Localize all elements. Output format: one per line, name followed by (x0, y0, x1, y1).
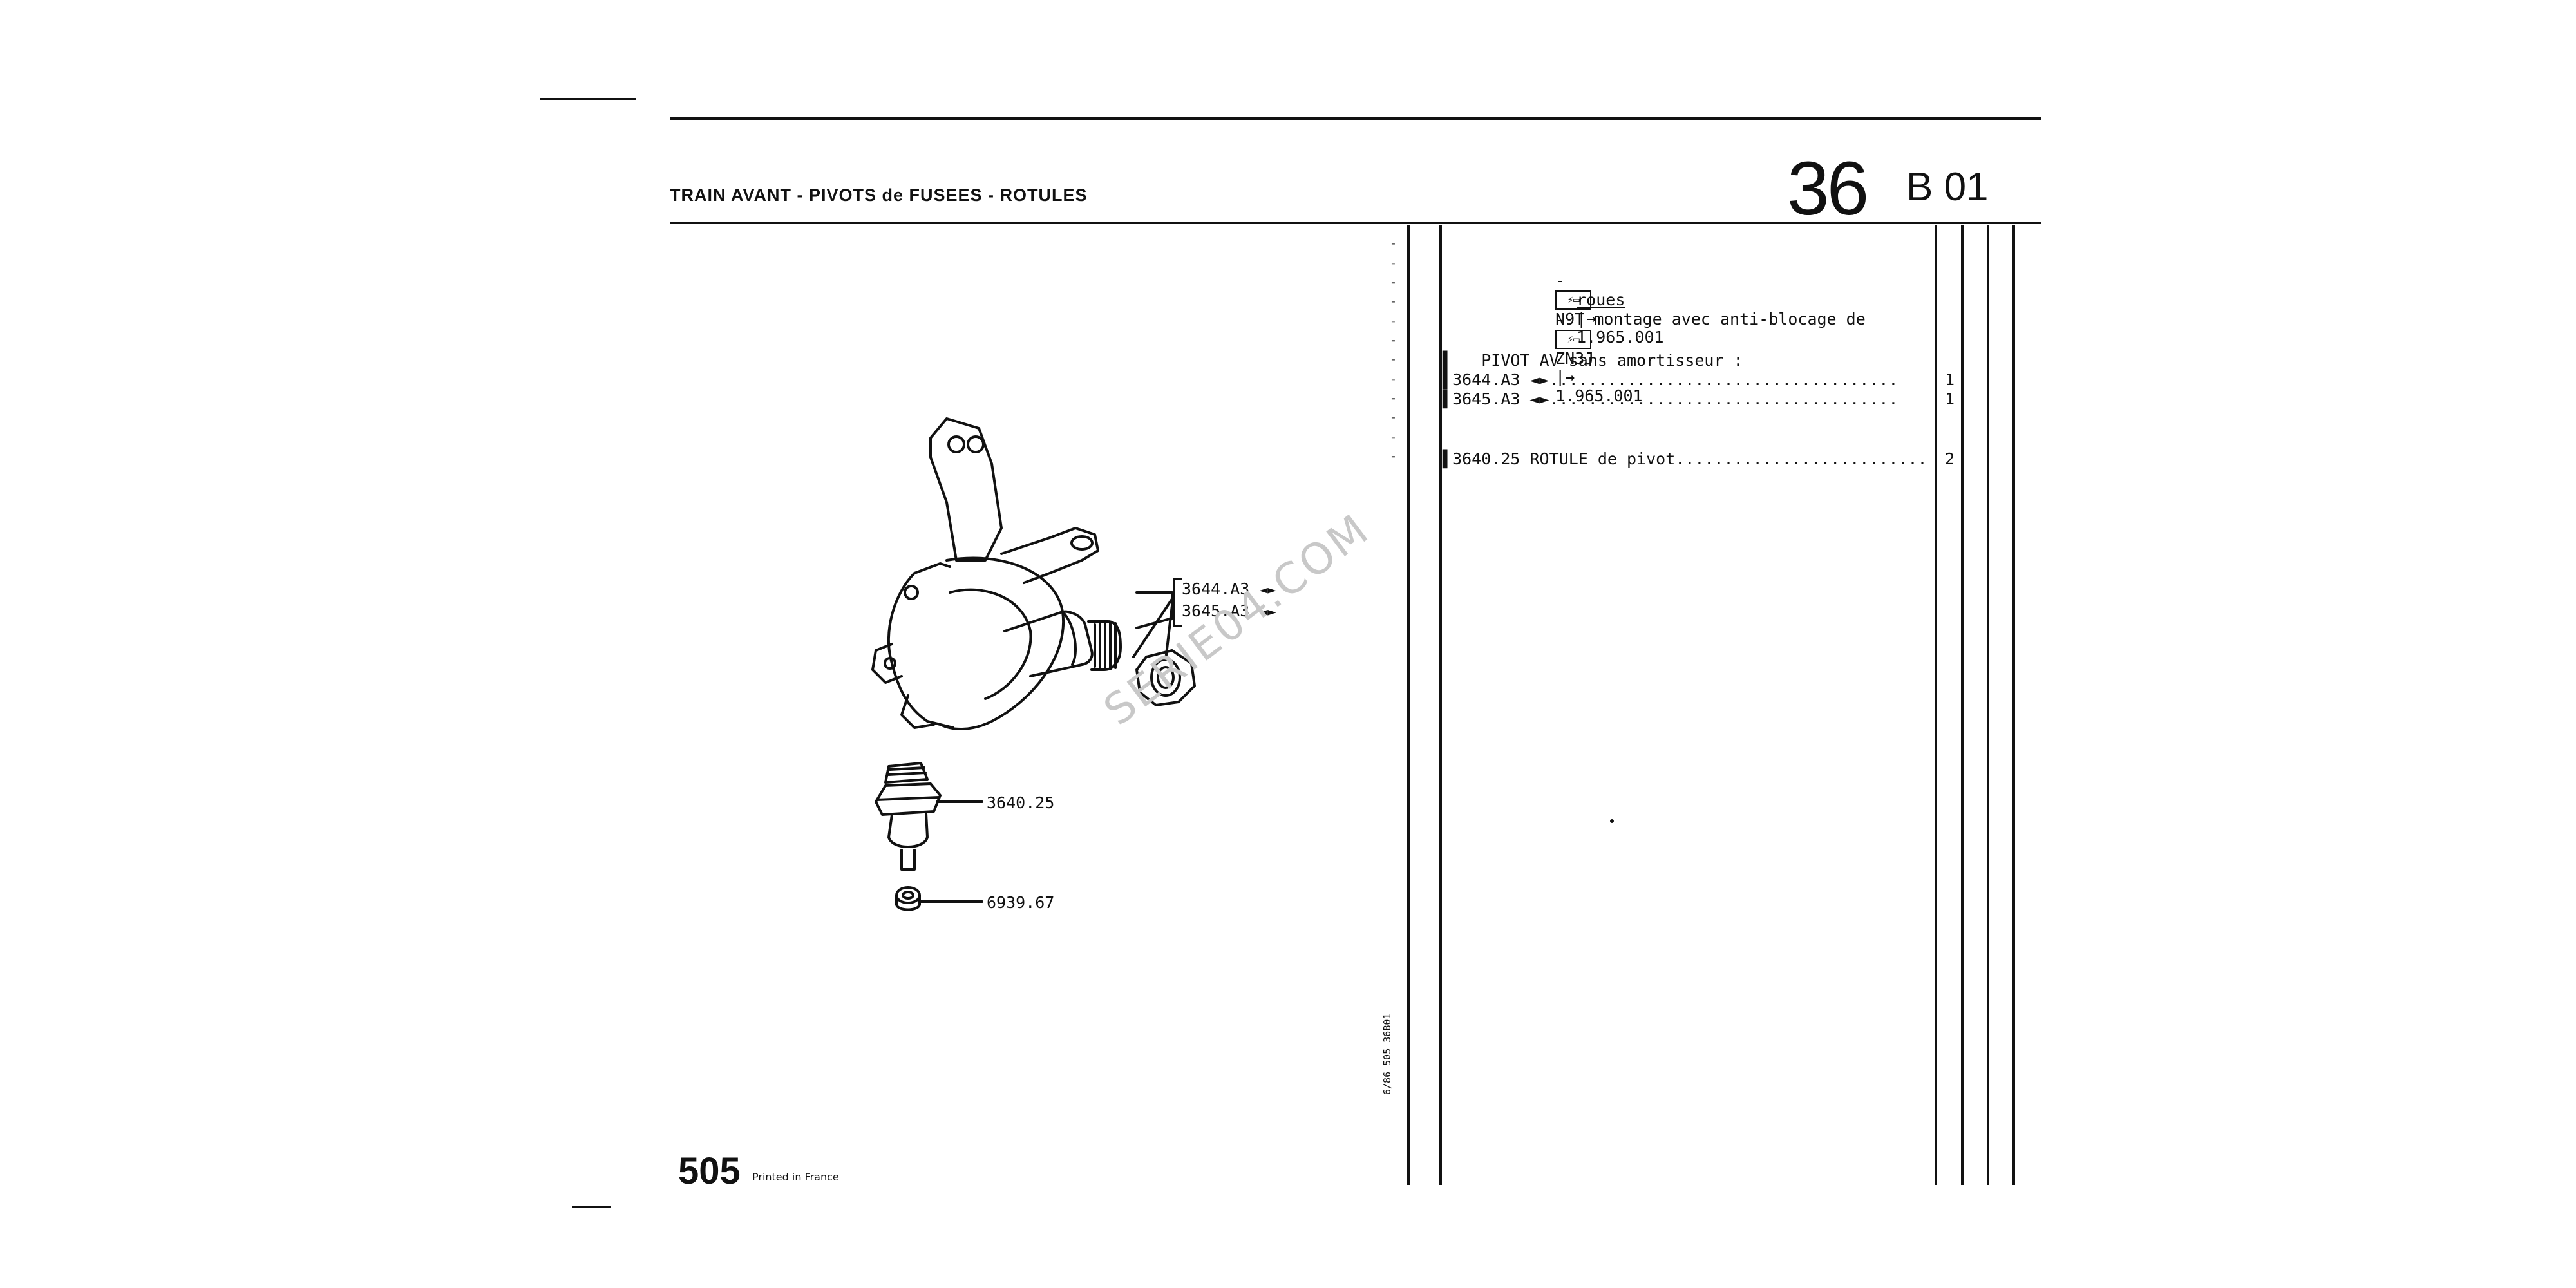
margin-mark-top (540, 98, 636, 100)
part-symbol: ◄► (1530, 370, 1549, 389)
scale-tick: ═ (1392, 242, 1395, 247)
column-divider-left-2 (1439, 225, 1442, 1185)
scale-tick: ═ (1392, 357, 1395, 363)
group-heading-text: PIVOT AV sans amortisseur : (1481, 351, 1743, 370)
arrow-icon: |→ (1555, 368, 1575, 386)
column-divider-4 (1987, 225, 1989, 1185)
scale-tick: ═ (1392, 338, 1395, 344)
scale-tick: ═ (1392, 415, 1395, 421)
callout-6939: 6939.67 (987, 893, 1055, 912)
scale-tick: ═ (1392, 319, 1395, 325)
stray-dot (1610, 819, 1614, 823)
callout-3640: 3640.25 (987, 793, 1055, 812)
note-1-cont: roues |→ 1.965.001 (1557, 272, 1663, 346)
callout-3645: 3645.A3 ◄► (1182, 601, 1276, 620)
note-1-text2: roues (1577, 290, 1625, 309)
note-1-prefix: - (1555, 271, 1566, 290)
part-qty: 1 (1945, 390, 1955, 408)
column-divider-left (1407, 225, 1410, 1185)
section-number: 36 (1787, 146, 1869, 231)
double-arrow-icon: ◄► (1259, 582, 1276, 598)
column-divider-right (2012, 225, 2015, 1185)
section-code: B 01 (1906, 165, 1989, 209)
scale-tick: ═ (1392, 261, 1395, 267)
side-reference: 6/86 505 36B01 (1381, 1013, 1393, 1095)
note-1-text: N9T montage avec anti-blocage de (1555, 310, 1866, 328)
group-heading: ▌ PIVOT AV sans amortisseur : (1443, 351, 1743, 370)
callout-3644-label: 3644.A3 (1182, 580, 1250, 598)
part-row: ▌3644.A3 ◄►.............................… (1443, 370, 1899, 389)
part-ref: 3645.A3 (1452, 390, 1520, 408)
callout-3645-label: 3645.A3 (1182, 601, 1250, 620)
part-row: ▌3645.A3 ◄►.............................… (1443, 390, 1899, 408)
part-qty: 2 (1945, 450, 1955, 468)
footer-text: Printed in France (752, 1171, 839, 1183)
double-arrow-icon: ◄► (1259, 604, 1276, 620)
scale-tick: ═ (1392, 396, 1395, 402)
scale-tick: ═ (1392, 435, 1395, 440)
scale-tick: ═ (1392, 280, 1395, 286)
note-1: - ⚡▭ N9T montage avec anti-blocage de (1536, 252, 1866, 328)
part-label: ROTULE de pivot (1530, 450, 1676, 468)
margin-mark-bottom (572, 1206, 611, 1208)
note-2: - ⚡▭ ZN3J |→ 1.965.001 (1536, 292, 1643, 405)
header-rule-top (670, 117, 2041, 120)
column-divider-3 (1961, 225, 1964, 1185)
callout-bracket (1173, 578, 1182, 627)
column-divider-qty (1935, 225, 1937, 1185)
note-2-prefix: - (1555, 310, 1566, 329)
vehicle-type-icon: ⚡▭ (1555, 330, 1592, 349)
scale-tick: ═ (1392, 377, 1395, 383)
steering-knuckle-drawing (871, 417, 1196, 911)
vehicle-type-icon: ⚡▭ (1555, 290, 1592, 310)
footer-page-number: 505 (678, 1150, 741, 1192)
part-ref: 3640.25 (1452, 450, 1520, 468)
part-ref: 3644.A3 (1452, 370, 1520, 389)
arrow-icon: |→ (1577, 309, 1596, 328)
part-qty: 1 (1945, 370, 1955, 389)
part-symbol: ◄► (1530, 390, 1549, 408)
note-2-value: 1.965.001 (1555, 386, 1643, 405)
note-2-text: ZN3J (1555, 349, 1595, 368)
scale-tick: ═ (1392, 454, 1395, 460)
part-row: ▌3640.25 ROTULE de pivot................… (1443, 450, 1927, 468)
page-title: TRAIN AVANT - PIVOTS de FUSEES - ROTULES (670, 185, 1088, 205)
header-rule-bottom (670, 222, 2041, 224)
scale-tick: ═ (1392, 299, 1395, 305)
callout-3644: 3644.A3 ◄► (1182, 580, 1276, 598)
